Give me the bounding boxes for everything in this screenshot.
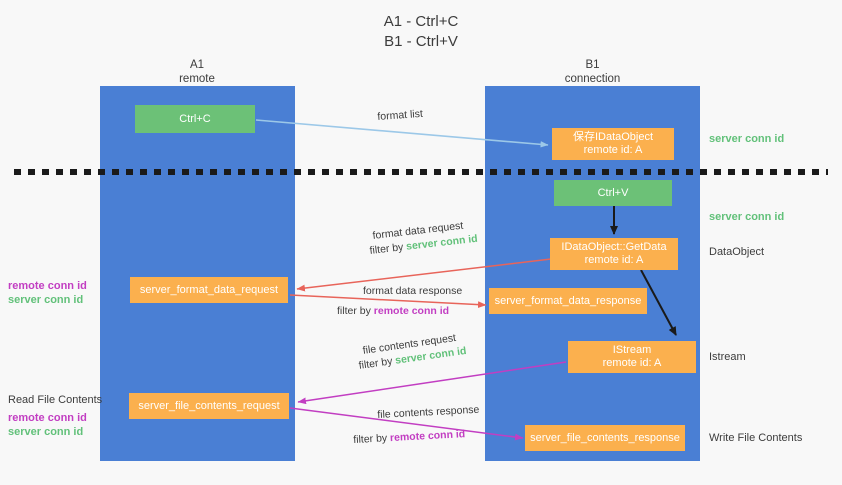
box-server-format-data-request[interactable]: server_format_data_request	[130, 277, 288, 303]
box-server-file-contents-request-label: server_file_contents_request	[138, 399, 280, 412]
filter-prefix: filter by	[337, 305, 374, 317]
annotation-format-remote-conn-id: remote conn id	[8, 280, 87, 292]
box-istream-line2: remote id: A	[602, 357, 662, 369]
annotation-file-server-conn-id: server conn id	[8, 426, 84, 438]
box-istream[interactable]: IStream remote id: A	[568, 341, 696, 373]
box-ctrl-c-label: Ctrl+C	[179, 112, 211, 125]
box-ctrl-c[interactable]: Ctrl+C	[135, 105, 255, 133]
annotation-dataobject: DataObject	[709, 246, 765, 258]
box-ctrl-v[interactable]: Ctrl+V	[554, 180, 672, 206]
lane-header-b1: B1 connection	[500, 58, 685, 86]
title-line-2: B1 - Ctrl+V	[384, 33, 458, 50]
box-server-file-contents-response[interactable]: server_file_contents_response	[525, 425, 685, 451]
box-getdata-line1: IDataObject::GetData	[561, 241, 667, 253]
annotation-format-server-conn-id: server conn id	[8, 294, 84, 306]
lane-a1-sub: remote	[179, 73, 215, 85]
edge-label-file-contents-response-filter: filter by remote conn id	[353, 428, 466, 447]
box-save-idataobject-line2: remote id: A	[583, 144, 643, 156]
filter-prefix: filter by	[369, 240, 407, 257]
edge-label-format-data-response-filter: filter by remote conn id	[337, 305, 449, 318]
box-istream-line1: IStream	[612, 344, 652, 356]
box-server-format-data-response[interactable]: server_format_data_response	[489, 288, 647, 314]
box-server-file-contents-request[interactable]: server_file_contents_request	[129, 393, 289, 419]
edge-label-format-data-response: format data response	[363, 285, 463, 297]
title-line-1: A1 - Ctrl+C	[383, 13, 459, 30]
filter-key-remote-conn-id: remote conn id	[389, 428, 466, 445]
lane-a1-name: A1	[189, 59, 205, 71]
page-title: A1 - Ctrl+C B1 - Ctrl+V	[0, 12, 842, 52]
box-save-idataobject-line1: 保存IDataObject	[572, 131, 654, 143]
annotation-write-file-contents: Write File Contents	[709, 432, 803, 444]
filter-prefix: filter by	[353, 432, 391, 446]
lane-header-a1: A1 remote	[107, 58, 287, 86]
annotation-server-conn-id-top: server conn id	[709, 133, 785, 145]
edge-label-file-contents-response: file contents response	[377, 403, 480, 421]
box-server-format-data-response-label: server_format_data_response	[494, 294, 642, 307]
annotation-istream: Istream	[709, 351, 746, 363]
annotation-server-conn-id-second: server conn id	[709, 211, 785, 223]
edge-label-format-list: format list	[377, 107, 424, 123]
annotation-read-file-contents: Read File Contents	[8, 394, 103, 406]
box-getdata[interactable]: IDataObject::GetData remote id: A	[550, 238, 678, 270]
box-ctrl-v-label: Ctrl+V	[597, 186, 629, 199]
box-getdata-line2: remote id: A	[584, 254, 644, 266]
filter-key-remote-conn-id: remote conn id	[373, 305, 450, 317]
box-server-format-data-request-label: server_format_data_request	[139, 283, 279, 296]
box-save-idataobject[interactable]: 保存IDataObject remote id: A	[552, 128, 674, 160]
lane-b1-name: B1	[585, 59, 600, 71]
annotation-file-remote-conn-id: remote conn id	[8, 412, 87, 424]
box-server-file-contents-response-label: server_file_contents_response	[530, 431, 680, 444]
lane-b1-sub: connection	[564, 73, 621, 85]
